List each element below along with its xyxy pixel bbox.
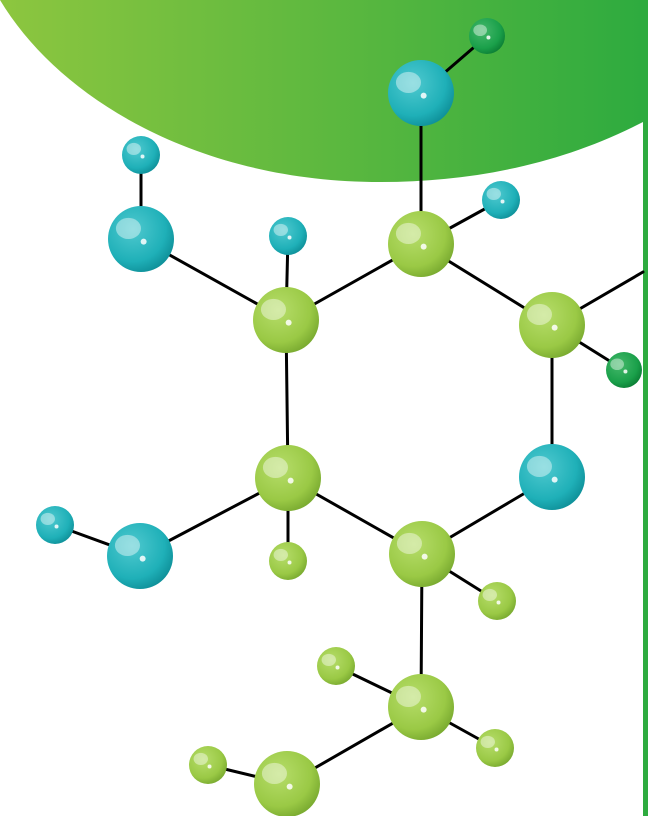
- atom-highlight: [114, 534, 140, 556]
- atoms: [36, 18, 642, 816]
- atom-highlight-dot: [551, 324, 558, 331]
- atom-highlight-dot: [287, 477, 294, 484]
- atom-highlight: [473, 24, 487, 36]
- atom-lime: [269, 542, 307, 580]
- atom-highlight-dot: [420, 706, 427, 713]
- atom-highlight: [40, 512, 55, 525]
- atom-lime: [389, 521, 455, 587]
- atom-teal: [269, 217, 307, 255]
- atom-highlight-dot: [140, 154, 145, 159]
- atom-highlight-dot: [287, 235, 292, 240]
- atom-highlight-dot: [421, 553, 428, 560]
- atom-highlight-dot: [139, 555, 146, 562]
- atom-lime: [189, 746, 227, 784]
- atom-highlight-dot: [54, 524, 59, 529]
- atom-highlight: [526, 455, 553, 477]
- atom-highlight: [486, 187, 501, 200]
- atom-highlight-dot: [494, 747, 499, 752]
- atom-highlight: [395, 685, 421, 707]
- atom-highlight-dot: [420, 92, 427, 99]
- atom-highlight: [126, 142, 141, 155]
- atom-highlight-dot: [287, 560, 292, 565]
- atom-highlight-dot: [285, 319, 292, 326]
- atom-highlight-dot: [623, 369, 628, 374]
- atom-teal: [482, 181, 520, 219]
- atom-highlight-dot: [207, 764, 212, 769]
- atom-green: [469, 18, 505, 54]
- atom-green: [606, 352, 642, 388]
- atom-lime: [254, 751, 320, 816]
- right-edge-stripe: [643, 0, 648, 816]
- atom-highlight: [115, 217, 141, 239]
- atom-highlight-dot: [420, 243, 427, 250]
- atom-highlight: [321, 653, 336, 666]
- atom-highlight: [262, 456, 288, 478]
- atom-highlight: [395, 71, 421, 94]
- atom-highlight: [482, 588, 497, 601]
- atom-highlight-dot: [335, 665, 340, 670]
- atom-highlight: [193, 752, 208, 765]
- atom-teal: [519, 444, 585, 510]
- atom-lime: [253, 287, 319, 353]
- atom-highlight: [261, 762, 287, 784]
- atom-teal: [388, 60, 454, 126]
- atom-highlight-dot: [500, 199, 505, 204]
- atom-highlight: [610, 358, 624, 370]
- atom-highlight: [260, 298, 286, 320]
- atom-highlight: [273, 548, 288, 561]
- atom-highlight-dot: [140, 238, 147, 245]
- top-curved-banner: [0, 0, 643, 182]
- atom-lime: [476, 729, 514, 767]
- atom-highlight-dot: [486, 35, 491, 40]
- atom-highlight: [273, 223, 288, 236]
- atom-highlight-dot: [286, 783, 293, 790]
- atom-highlight: [396, 532, 422, 554]
- atom-lime: [519, 292, 585, 358]
- atom-teal: [36, 506, 74, 544]
- atom-highlight: [395, 222, 421, 244]
- atom-highlight: [480, 735, 495, 748]
- atom-highlight: [526, 303, 553, 325]
- atom-teal: [122, 136, 160, 174]
- atom-lime: [388, 674, 454, 740]
- atom-teal: [107, 523, 173, 589]
- atom-lime: [317, 647, 355, 685]
- atom-teal: [108, 206, 174, 272]
- atom-lime: [255, 445, 321, 511]
- atom-lime: [478, 582, 516, 620]
- atom-highlight-dot: [496, 600, 501, 605]
- atom-lime: [388, 211, 454, 277]
- atom-highlight-dot: [551, 476, 558, 483]
